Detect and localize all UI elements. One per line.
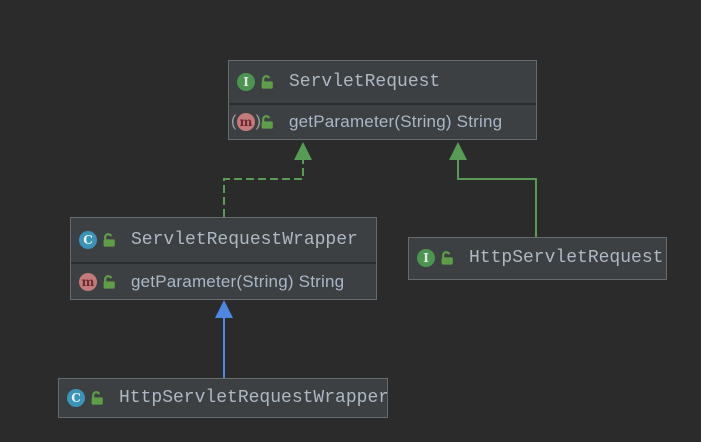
- node-title: ServletRequest: [289, 72, 441, 92]
- node-title: HttpServletRequestWrapper: [119, 387, 387, 408]
- interface-icon: I: [417, 249, 435, 267]
- uml-node-servlet-request[interactable]: I ServletRequest ( m ) getP: [228, 60, 537, 140]
- uml-node-servlet-request-wrapper[interactable]: C ServletRequestWrapper m getParameter(S…: [70, 217, 377, 300]
- class-icon: C: [79, 231, 97, 249]
- method-icon: m: [79, 272, 97, 291]
- public-lock-icon: [102, 274, 117, 289]
- uml-node-http-servlet-request-wrapper[interactable]: C HttpServletRequestWrapper: [58, 378, 388, 418]
- node-title: HttpServletRequest: [469, 248, 664, 268]
- class-icon: C: [67, 388, 85, 407]
- extension-arrowhead-icon: [449, 142, 467, 160]
- public-lock-icon: [260, 75, 275, 89]
- class-extension-arrowhead-icon: [215, 300, 233, 318]
- member-label: getParameter(String) String: [131, 271, 345, 291]
- realization-arrowhead-icon: [294, 142, 312, 160]
- uml-node-http-servlet-request[interactable]: I HttpServletRequest: [408, 237, 667, 280]
- member-row[interactable]: m getParameter(String) String: [71, 264, 376, 299]
- node-title-row[interactable]: C ServletRequestWrapper: [71, 218, 376, 262]
- public-lock-icon: [90, 390, 105, 405]
- edge-realization-servletrequestwrapper-to-servletrequest[interactable]: [223, 142, 312, 217]
- edge-extension-httpservletrequest-to-servletrequest[interactable]: [449, 142, 537, 237]
- node-title-row[interactable]: I HttpServletRequest: [409, 238, 666, 278]
- public-lock-icon: [102, 233, 117, 247]
- extension-edge-line[interactable]: [457, 160, 537, 237]
- edge-extension-httpservletrequestwrapper-to-servletrequestwrapper[interactable]: [215, 300, 233, 378]
- member-label: getParameter(String) String: [289, 112, 503, 131]
- abstract-method-icon: ( m ): [231, 113, 261, 131]
- node-title-row[interactable]: C HttpServletRequestWrapper: [59, 379, 387, 416]
- public-lock-icon: [260, 115, 275, 129]
- member-row[interactable]: ( m ) getParameter(String) String: [229, 105, 536, 139]
- realization-edge-line[interactable]: [223, 160, 304, 217]
- public-lock-icon: [440, 251, 455, 265]
- row-divider: [71, 262, 376, 264]
- interface-icon: I: [237, 73, 255, 91]
- row-divider: [229, 103, 536, 105]
- node-title: ServletRequestWrapper: [131, 230, 358, 250]
- node-title-row[interactable]: I ServletRequest: [229, 61, 536, 103]
